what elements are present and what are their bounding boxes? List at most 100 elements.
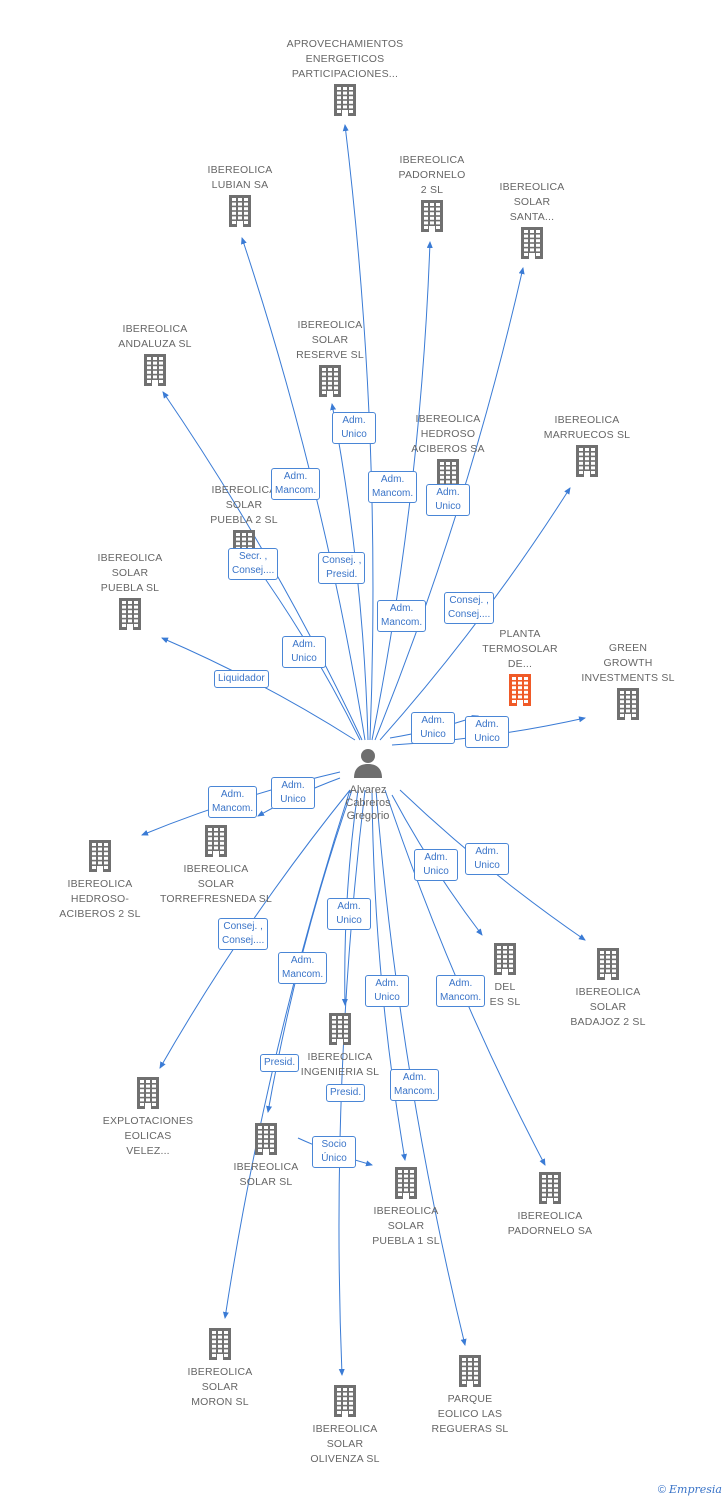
company-node[interactable]: IBEREOLICA SOLAR MORON SL <box>160 1328 280 1410</box>
person-icon <box>354 749 382 778</box>
company-node[interactable]: IBEREOLICA ANDALUZA SL <box>95 322 215 391</box>
relation-label[interactable]: Adm. Mancom. <box>390 1069 440 1101</box>
building-icon <box>568 688 688 725</box>
relation-edge <box>338 789 366 1376</box>
company-name: IBEREOLICA SOLAR PUEBLA 2 SL <box>210 484 278 526</box>
company-name: IBEREOLICA SOLAR SL <box>233 1161 299 1188</box>
relation-label[interactable]: Adm. Mancom. <box>436 975 486 1007</box>
relation-label[interactable]: Consej. , Presid. <box>318 552 366 584</box>
relation-label[interactable]: Adm. Unico <box>426 484 470 516</box>
building-icon <box>156 825 276 862</box>
company-node[interactable]: APROVECHAMIENTOS ENERGETICOS PARTICIPACI… <box>285 37 405 121</box>
relation-label[interactable]: Adm. Unico <box>365 975 409 1007</box>
relation-label[interactable]: Adm. Unico <box>332 412 376 444</box>
company-name: GREEN GROWTH INVESTMENTS SL <box>581 642 675 684</box>
company-name: IBEREOLICA HEDROSO- ACIBEROS 2 SL <box>59 878 141 920</box>
relation-edge <box>222 789 351 1319</box>
building-icon <box>280 1013 400 1050</box>
company-node[interactable]: GREEN GROWTH INVESTMENTS SL <box>568 641 688 725</box>
relation-label[interactable]: Secr. , Consej.... <box>228 548 279 580</box>
building-highlight-icon <box>460 674 580 711</box>
relation-label[interactable]: Presid. <box>260 1054 300 1072</box>
building-icon <box>160 1328 280 1365</box>
relation-label[interactable]: Adm. Mancom. <box>208 786 258 818</box>
relation-label[interactable]: Adm. Unico <box>411 712 455 744</box>
relation-label[interactable]: Adm. Mancom. <box>271 468 321 500</box>
company-node[interactable]: IBEREOLICA HEDROSO ACIBEROS SA <box>388 412 508 496</box>
building-icon <box>88 1077 208 1114</box>
company-name: PLANTA TERMOSOLAR DE... <box>482 628 558 670</box>
footer-brand[interactable]: © Empresia <box>658 1483 722 1496</box>
person-name: Alvarez Cabreros Gregorio <box>345 784 391 822</box>
relation-label[interactable]: Adm. Unico <box>327 898 371 930</box>
building-icon <box>346 1167 466 1204</box>
company-node[interactable]: IBEREOLICA MARRUECOS SL <box>527 413 647 482</box>
company-name: IBEREOLICA MARRUECOS SL <box>543 414 631 441</box>
company-name: IBEREOLICA SOLAR RESERVE SL <box>296 319 364 361</box>
company-name: IBEREOLICA SOLAR PUEBLA SL <box>97 552 163 594</box>
building-icon <box>270 365 390 402</box>
copyright-symbol: © <box>657 1484 666 1496</box>
building-icon <box>527 445 647 482</box>
building-icon <box>40 840 160 877</box>
building-icon <box>285 84 405 121</box>
company-node[interactable]: IBEREOLICA SOLAR BADAJOZ 2 SL <box>548 948 668 1030</box>
building-icon <box>410 1355 530 1392</box>
relation-label[interactable]: Adm. Mancom. <box>377 600 427 632</box>
company-name: IBEREOLICA LUBIAN SA <box>207 164 273 191</box>
company-node[interactable]: IBEREOLICA SOLAR PUEBLA SL <box>70 551 190 635</box>
relation-label[interactable]: Socio Único <box>312 1136 356 1168</box>
relation-label[interactable]: Adm. Unico <box>465 843 509 875</box>
relation-edge <box>341 789 359 1006</box>
company-node[interactable]: DEL ES SL <box>445 943 565 1010</box>
relation-label[interactable]: Adm. Unico <box>271 777 315 809</box>
company-name: IBEREOLICA ANDALUZA SL <box>118 323 192 350</box>
company-name: IBEREOLICA SOLAR BADAJOZ 2 SL <box>570 986 646 1028</box>
company-node[interactable]: PLANTA TERMOSOLAR DE... <box>460 627 580 711</box>
company-node[interactable]: EXPLOTACIONES EOLICAS VELEZ... <box>88 1077 208 1159</box>
company-name: IBEREOLICA SOLAR MORON SL <box>187 1366 253 1408</box>
company-name: IBEREOLICA SOLAR OLIVENZA SL <box>310 1423 380 1465</box>
relation-label[interactable]: Adm. Unico <box>414 849 458 881</box>
company-name: IBEREOLICA SOLAR SANTA... <box>499 181 565 223</box>
company-node[interactable]: IBEREOLICA LUBIAN SA <box>180 163 300 232</box>
company-node[interactable]: IBEREOLICA SOLAR SANTA... <box>472 180 592 264</box>
building-icon <box>445 943 565 980</box>
relation-label[interactable]: Consej. , Consej.... <box>218 918 269 950</box>
relation-label[interactable]: Presid. <box>326 1084 366 1102</box>
company-node[interactable]: IBEREOLICA SOLAR OLIVENZA SL <box>285 1385 405 1467</box>
company-node[interactable]: IBEREOLICA SOLAR SL <box>206 1123 326 1190</box>
relation-label[interactable]: Adm. Unico <box>465 716 509 748</box>
company-name: IBEREOLICA PADORNELO 2 SL <box>398 154 466 196</box>
company-name: IBEREOLICA HEDROSO ACIBEROS SA <box>411 413 485 455</box>
company-node[interactable]: IBEREOLICA SOLAR PUEBLA 1 SL <box>346 1167 466 1249</box>
company-name: EXPLOTACIONES EOLICAS VELEZ... <box>102 1115 194 1157</box>
relation-label[interactable]: Adm. Mancom. <box>368 471 418 503</box>
person-node[interactable] <box>350 745 386 781</box>
company-node[interactable]: IBEREOLICA SOLAR TORREFRESNEDA SL <box>156 825 276 907</box>
company-node[interactable]: PARQUE EOLICO LAS REGUERAS SL <box>410 1355 530 1437</box>
building-icon <box>472 227 592 264</box>
company-name: IBEREOLICA PADORNELO SA <box>507 1210 593 1237</box>
relation-label[interactable]: Liquidador <box>214 670 269 688</box>
building-icon <box>490 1172 610 1209</box>
company-name: IBEREOLICA SOLAR TORREFRESNEDA SL <box>159 863 273 905</box>
company-name: PARQUE EOLICO LAS REGUERAS SL <box>431 1393 509 1435</box>
relation-label[interactable]: Consej. , Consej.... <box>444 592 495 624</box>
company-node[interactable]: IBEREOLICA PADORNELO SA <box>490 1172 610 1239</box>
relation-label[interactable]: Adm. Mancom. <box>278 952 328 984</box>
brand-name: Empresia <box>669 1483 722 1496</box>
relation-label[interactable]: Adm. Unico <box>282 636 326 668</box>
company-node[interactable]: IBEREOLICA PADORNELO 2 SL <box>372 153 492 237</box>
company-node[interactable]: IBEREOLICA INGENIERIA SL <box>280 1013 400 1080</box>
building-icon <box>285 1385 405 1422</box>
company-name: DEL ES SL <box>489 981 521 1008</box>
company-name: IBEREOLICA SOLAR PUEBLA 1 SL <box>372 1205 440 1247</box>
relation-edge <box>161 637 356 741</box>
company-name: IBEREOLICA INGENIERIA SL <box>300 1051 380 1078</box>
building-icon <box>70 598 190 635</box>
company-node[interactable]: IBEREOLICA SOLAR RESERVE SL <box>270 318 390 402</box>
company-node[interactable]: IBEREOLICA HEDROSO- ACIBEROS 2 SL <box>40 840 160 922</box>
building-icon <box>548 948 668 985</box>
building-icon <box>95 354 215 391</box>
